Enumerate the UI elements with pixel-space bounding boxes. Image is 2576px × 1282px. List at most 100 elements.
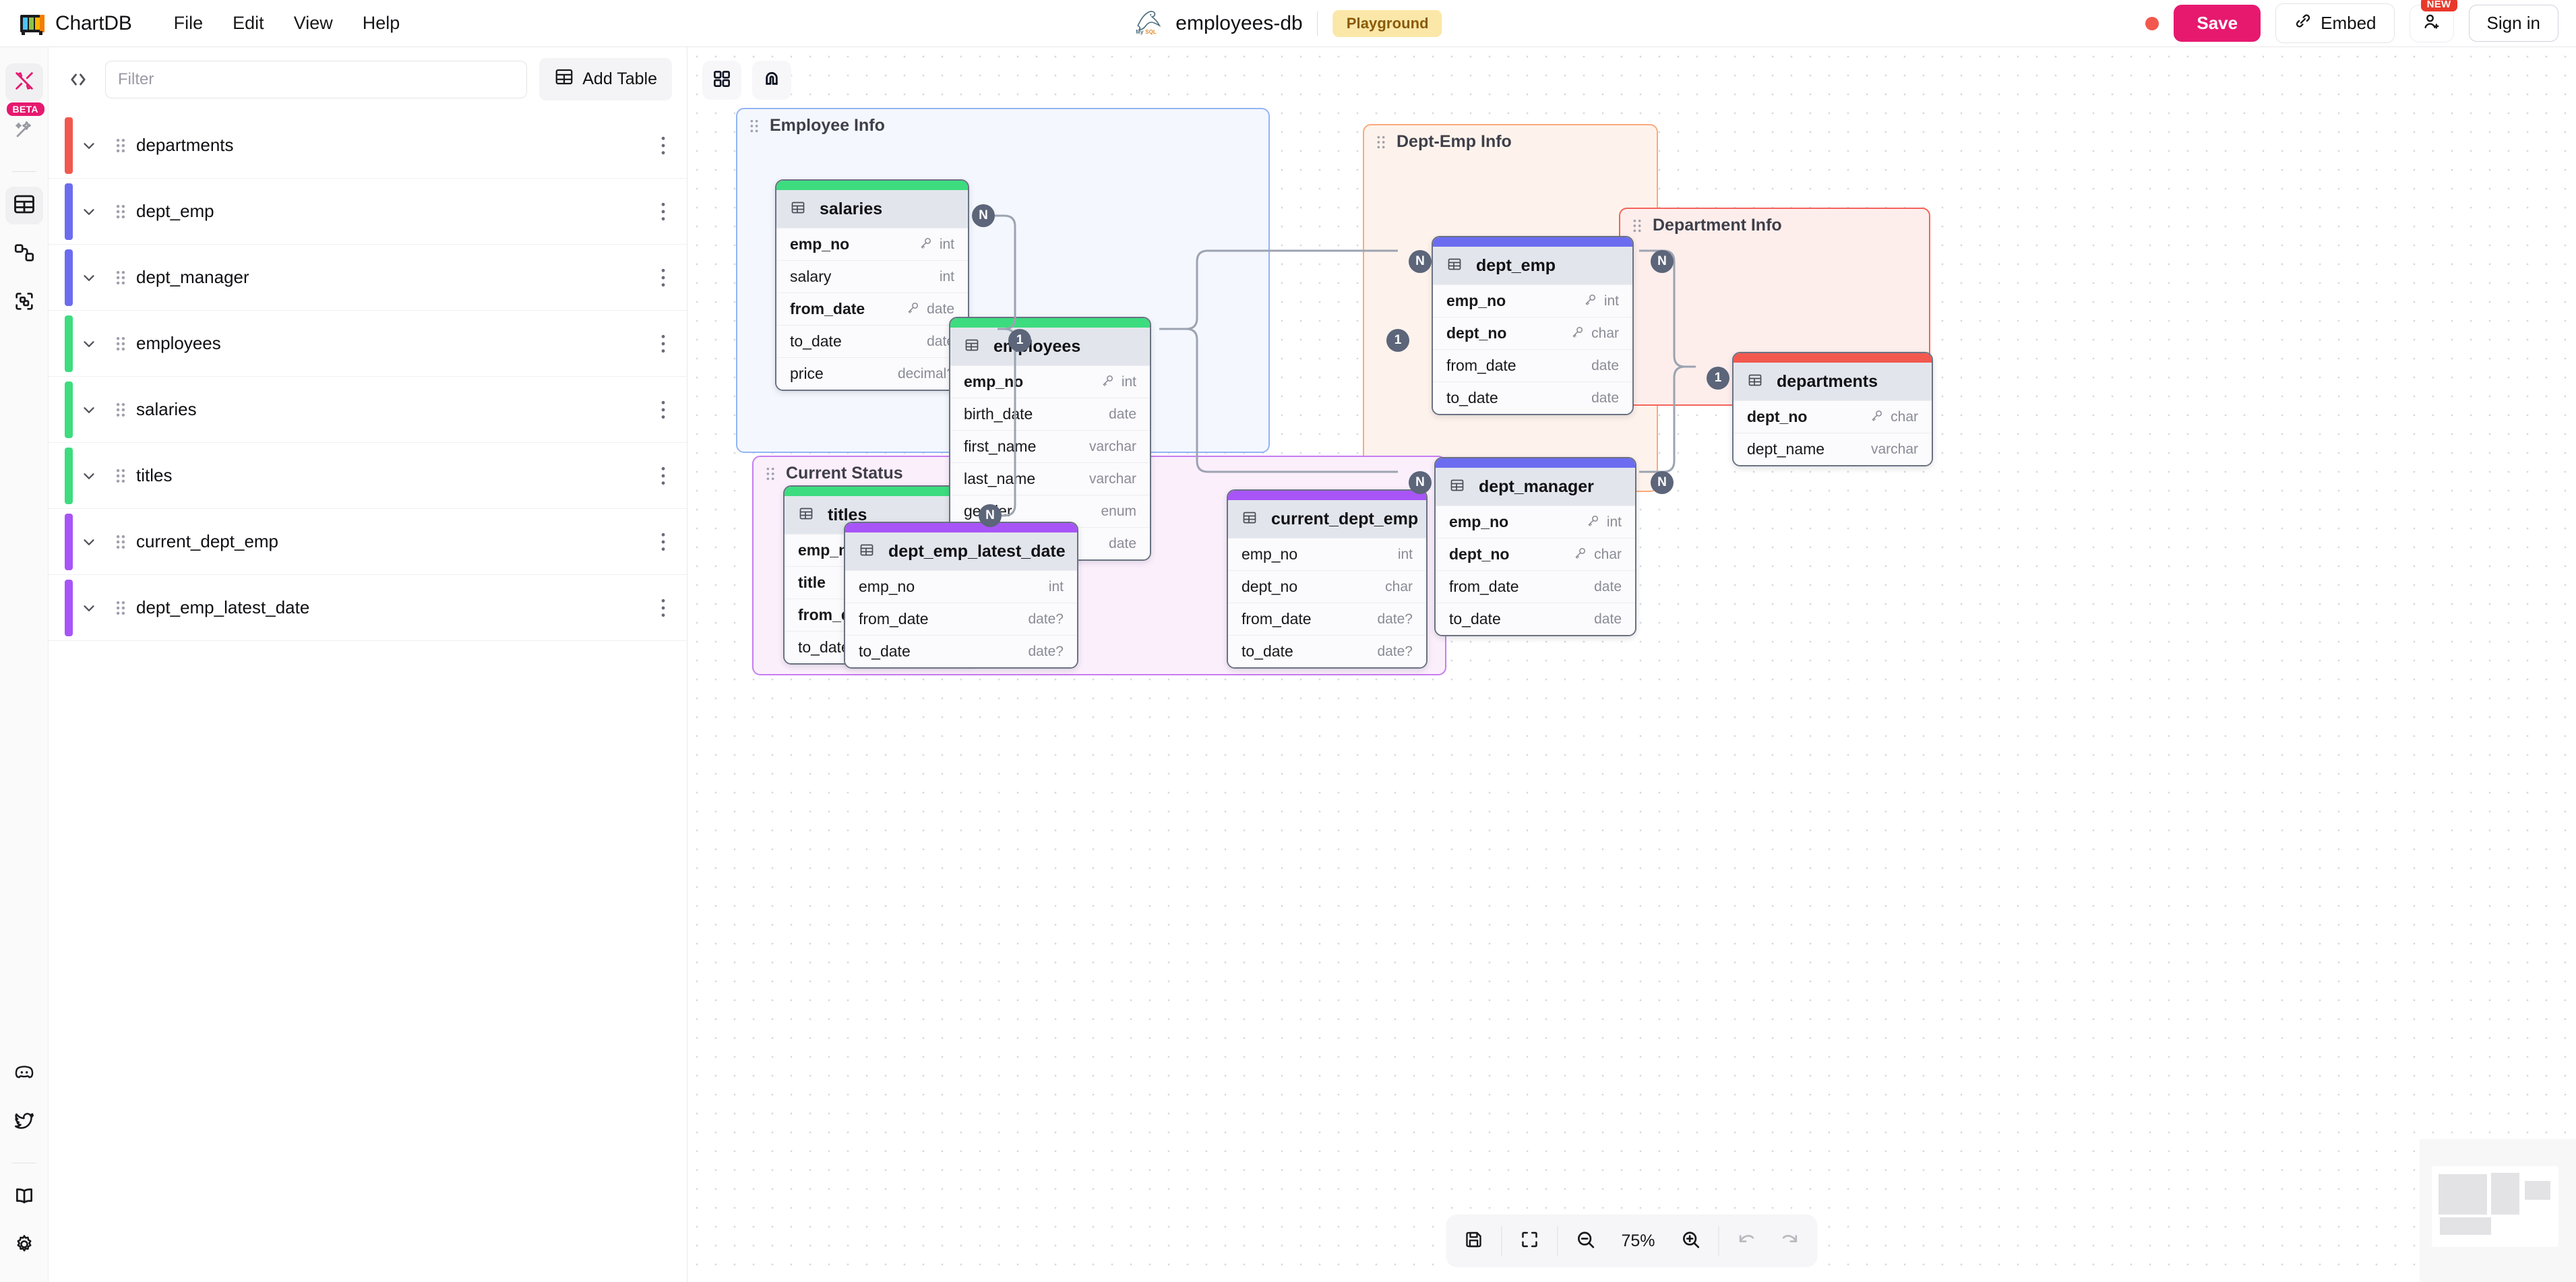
chevron-down-icon[interactable] [73, 467, 105, 485]
fit-screen-button[interactable] [1508, 1220, 1550, 1262]
undo-button[interactable] [1726, 1220, 1768, 1262]
table-header[interactable]: current_dept_emp [1228, 500, 1426, 538]
vertical-dots-icon[interactable] [640, 399, 687, 421]
table-header[interactable]: dept_emp_latest_date [845, 532, 1077, 570]
rail-item-areas[interactable] [5, 284, 43, 322]
redo-button[interactable] [1769, 1220, 1811, 1262]
chevron-down-icon[interactable] [73, 533, 105, 551]
drag-grip-icon[interactable] [748, 119, 760, 133]
sidebar-table-row[interactable]: employees [49, 311, 687, 377]
rail-item-docs[interactable] [5, 1178, 43, 1216]
chevron-down-icon[interactable] [73, 599, 105, 617]
drag-grip-icon[interactable] [105, 335, 136, 353]
sign-in-button[interactable]: Sign in [2468, 5, 2558, 42]
table-header[interactable]: employees [950, 328, 1150, 365]
sidebar-table-row[interactable]: salaries [49, 377, 687, 443]
sidebar-table-row[interactable]: dept_emp [49, 179, 687, 245]
rail-item-tables[interactable] [5, 187, 43, 224]
menu-edit[interactable]: Edit [233, 13, 264, 33]
drag-grip-icon[interactable] [105, 203, 136, 220]
vertical-dots-icon[interactable] [640, 531, 687, 553]
drag-grip-icon[interactable] [105, 467, 136, 485]
table-header[interactable]: dept_emp [1433, 247, 1632, 284]
table-header[interactable]: departments [1734, 363, 1932, 400]
chevron-down-icon[interactable] [73, 401, 105, 419]
sidebar-table-row[interactable]: dept_manager [49, 245, 687, 311]
grid-toggle-button[interactable] [702, 61, 741, 100]
vertical-dots-icon[interactable] [640, 201, 687, 222]
rail-item-twitter[interactable] [5, 1103, 43, 1141]
magnet-snap-button[interactable] [752, 61, 791, 100]
menu-view[interactable]: View [293, 13, 333, 33]
sidebar-table-row[interactable]: current_dept_emp [49, 509, 687, 575]
sidebar-table-row[interactable]: dept_emp_latest_date [49, 575, 687, 641]
drag-grip-icon[interactable] [105, 137, 136, 154]
invite-user-button[interactable]: NEW [2409, 0, 2457, 42]
rail-item-diagram[interactable] [5, 63, 43, 101]
vertical-dots-icon[interactable] [640, 333, 687, 355]
rail-item-discord[interactable] [5, 1055, 43, 1093]
menu-help[interactable]: Help [362, 13, 400, 33]
vertical-dots-icon[interactable] [640, 267, 687, 288]
drag-grip-icon[interactable] [764, 466, 776, 481]
search-input[interactable] [105, 60, 528, 98]
sidebar-table-row[interactable]: departments [49, 113, 687, 179]
table-header[interactable]: salaries [776, 190, 968, 228]
add-table-button[interactable]: Add Table [539, 58, 672, 100]
save-diagram-button[interactable] [1452, 1220, 1494, 1262]
rail-item-magic[interactable]: BETA [5, 102, 44, 150]
drag-grip-icon[interactable] [1631, 218, 1643, 233]
drag-grip-icon[interactable] [105, 401, 136, 419]
embed-button[interactable]: Embed [2275, 3, 2395, 43]
vertical-dots-icon[interactable] [640, 597, 687, 619]
vertical-dots-icon[interactable] [640, 135, 687, 156]
drag-grip-icon[interactable] [105, 269, 136, 286]
drag-grip-icon[interactable] [1375, 135, 1387, 150]
zoom-level[interactable]: 75% [1621, 1231, 1655, 1250]
chevron-down-icon[interactable] [73, 269, 105, 286]
drag-grip-icon[interactable] [105, 599, 136, 617]
chevron-down-icon[interactable] [73, 335, 105, 353]
code-brackets-icon[interactable] [63, 65, 93, 94]
table-header[interactable]: dept_manager [1436, 468, 1635, 506]
chevron-down-icon[interactable] [73, 137, 105, 154]
menu-file[interactable]: File [173, 13, 204, 33]
vertical-dots-icon[interactable] [640, 465, 687, 487]
rail-item-settings[interactable] [5, 1227, 43, 1264]
canvas-minimap[interactable] [2420, 1139, 2576, 1282]
rail-item-relationships[interactable] [5, 235, 43, 273]
chevron-down-icon[interactable] [73, 203, 105, 220]
save-button[interactable]: Save [2174, 5, 2261, 42]
drag-grip-icon[interactable] [105, 533, 136, 551]
